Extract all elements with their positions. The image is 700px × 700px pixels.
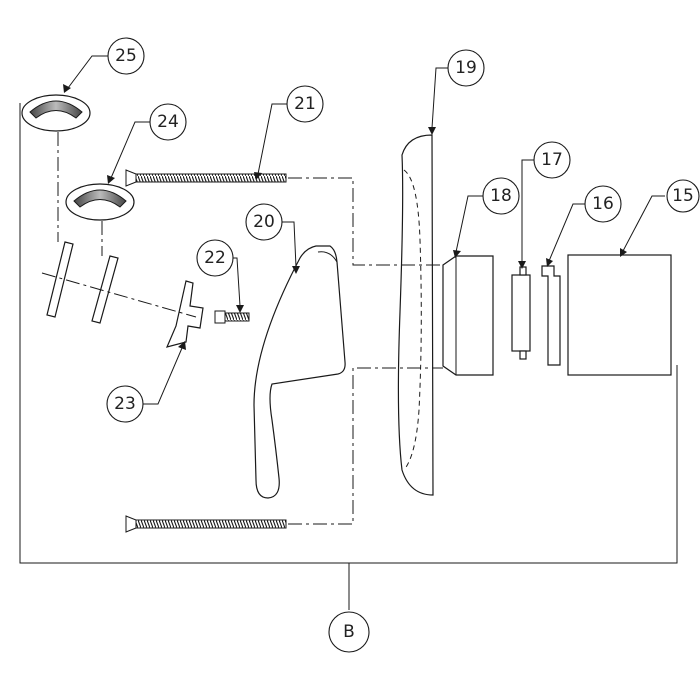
callout-19: 19 <box>447 49 485 87</box>
svg-text:18: 18 <box>490 186 512 206</box>
callout-25: 25 <box>107 37 145 75</box>
assembly-bracket <box>19 103 678 610</box>
callout-22: 22 <box>196 239 234 277</box>
part-16-spacer <box>541 265 561 366</box>
part-24-cap <box>65 183 135 221</box>
callout-23: 23 <box>106 385 144 423</box>
callout-16: 16 <box>584 185 622 223</box>
svg-text:20: 20 <box>253 212 275 232</box>
svg-text:24: 24 <box>157 112 179 132</box>
part-23-inserts <box>41 241 204 348</box>
part-25-cap <box>21 94 91 132</box>
callout-21: 21 <box>286 85 324 123</box>
svg-text:15: 15 <box>672 186 694 206</box>
part-17-clip <box>511 266 531 360</box>
part-19-escutcheon <box>397 134 434 496</box>
part-18-block <box>442 255 494 376</box>
part-21-screw-bottom <box>125 515 287 533</box>
part-21-screw-top <box>125 169 287 187</box>
leader-lines <box>63 55 665 405</box>
assembly-centerlines <box>288 177 443 525</box>
svg-text:19: 19 <box>455 58 477 78</box>
part-22-screw <box>214 310 250 324</box>
svg-text:23: 23 <box>114 394 136 414</box>
svg-text:17: 17 <box>541 150 563 170</box>
svg-text:25: 25 <box>115 46 137 66</box>
callout-15: 15 <box>666 179 700 213</box>
part-20-lever-handle <box>253 245 346 499</box>
svg-text:21: 21 <box>294 94 316 114</box>
callout-18: 18 <box>482 177 520 215</box>
part-15-door <box>567 254 672 376</box>
svg-text:22: 22 <box>204 248 226 268</box>
callout-17: 17 <box>533 141 571 179</box>
callout-20: 20 <box>245 203 283 241</box>
callout-b: B <box>328 611 370 653</box>
callout-24: 24 <box>149 103 187 141</box>
svg-text:B: B <box>343 622 355 642</box>
svg-text:16: 16 <box>592 194 614 214</box>
